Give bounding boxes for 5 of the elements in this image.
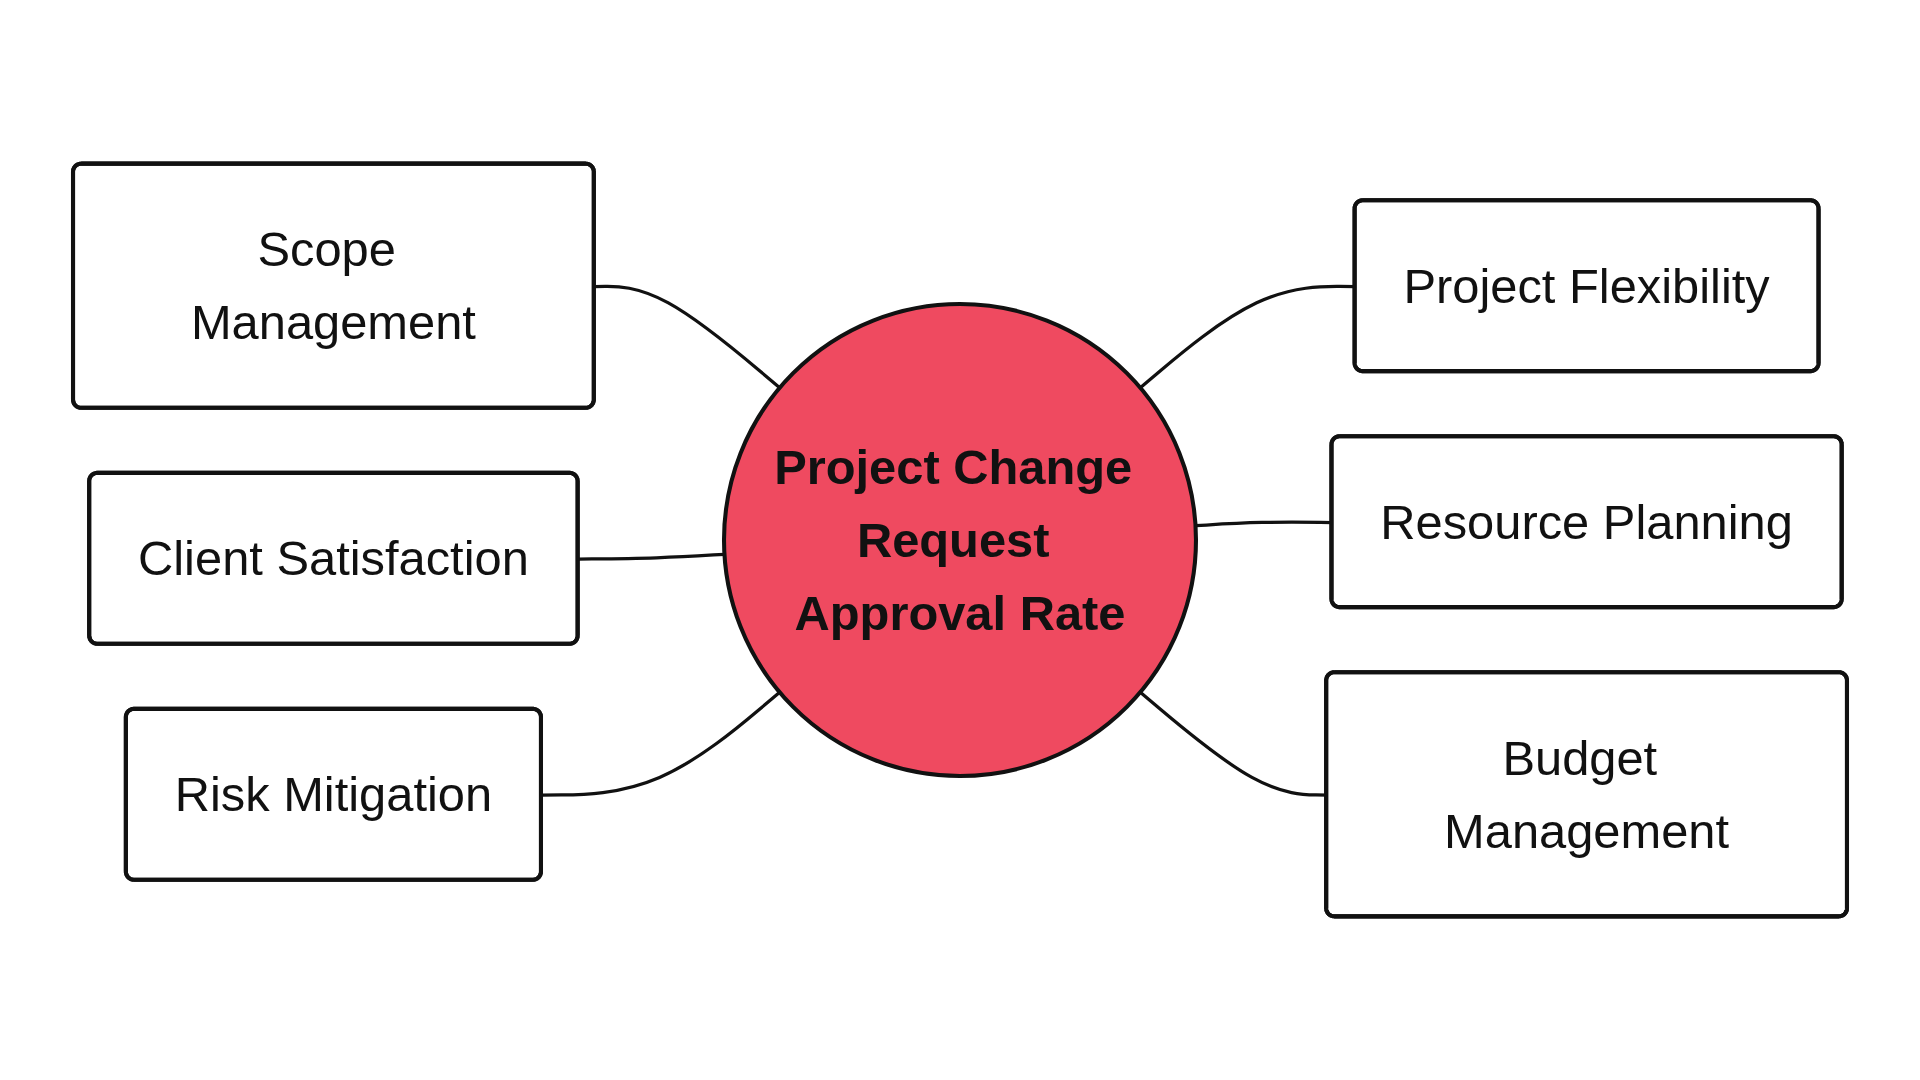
connector (1139, 284, 1356, 389)
connector (594, 284, 781, 389)
connector (578, 552, 725, 561)
connector (541, 691, 781, 797)
node-circle: Project Change Request Approval Rate (721, 301, 1199, 779)
